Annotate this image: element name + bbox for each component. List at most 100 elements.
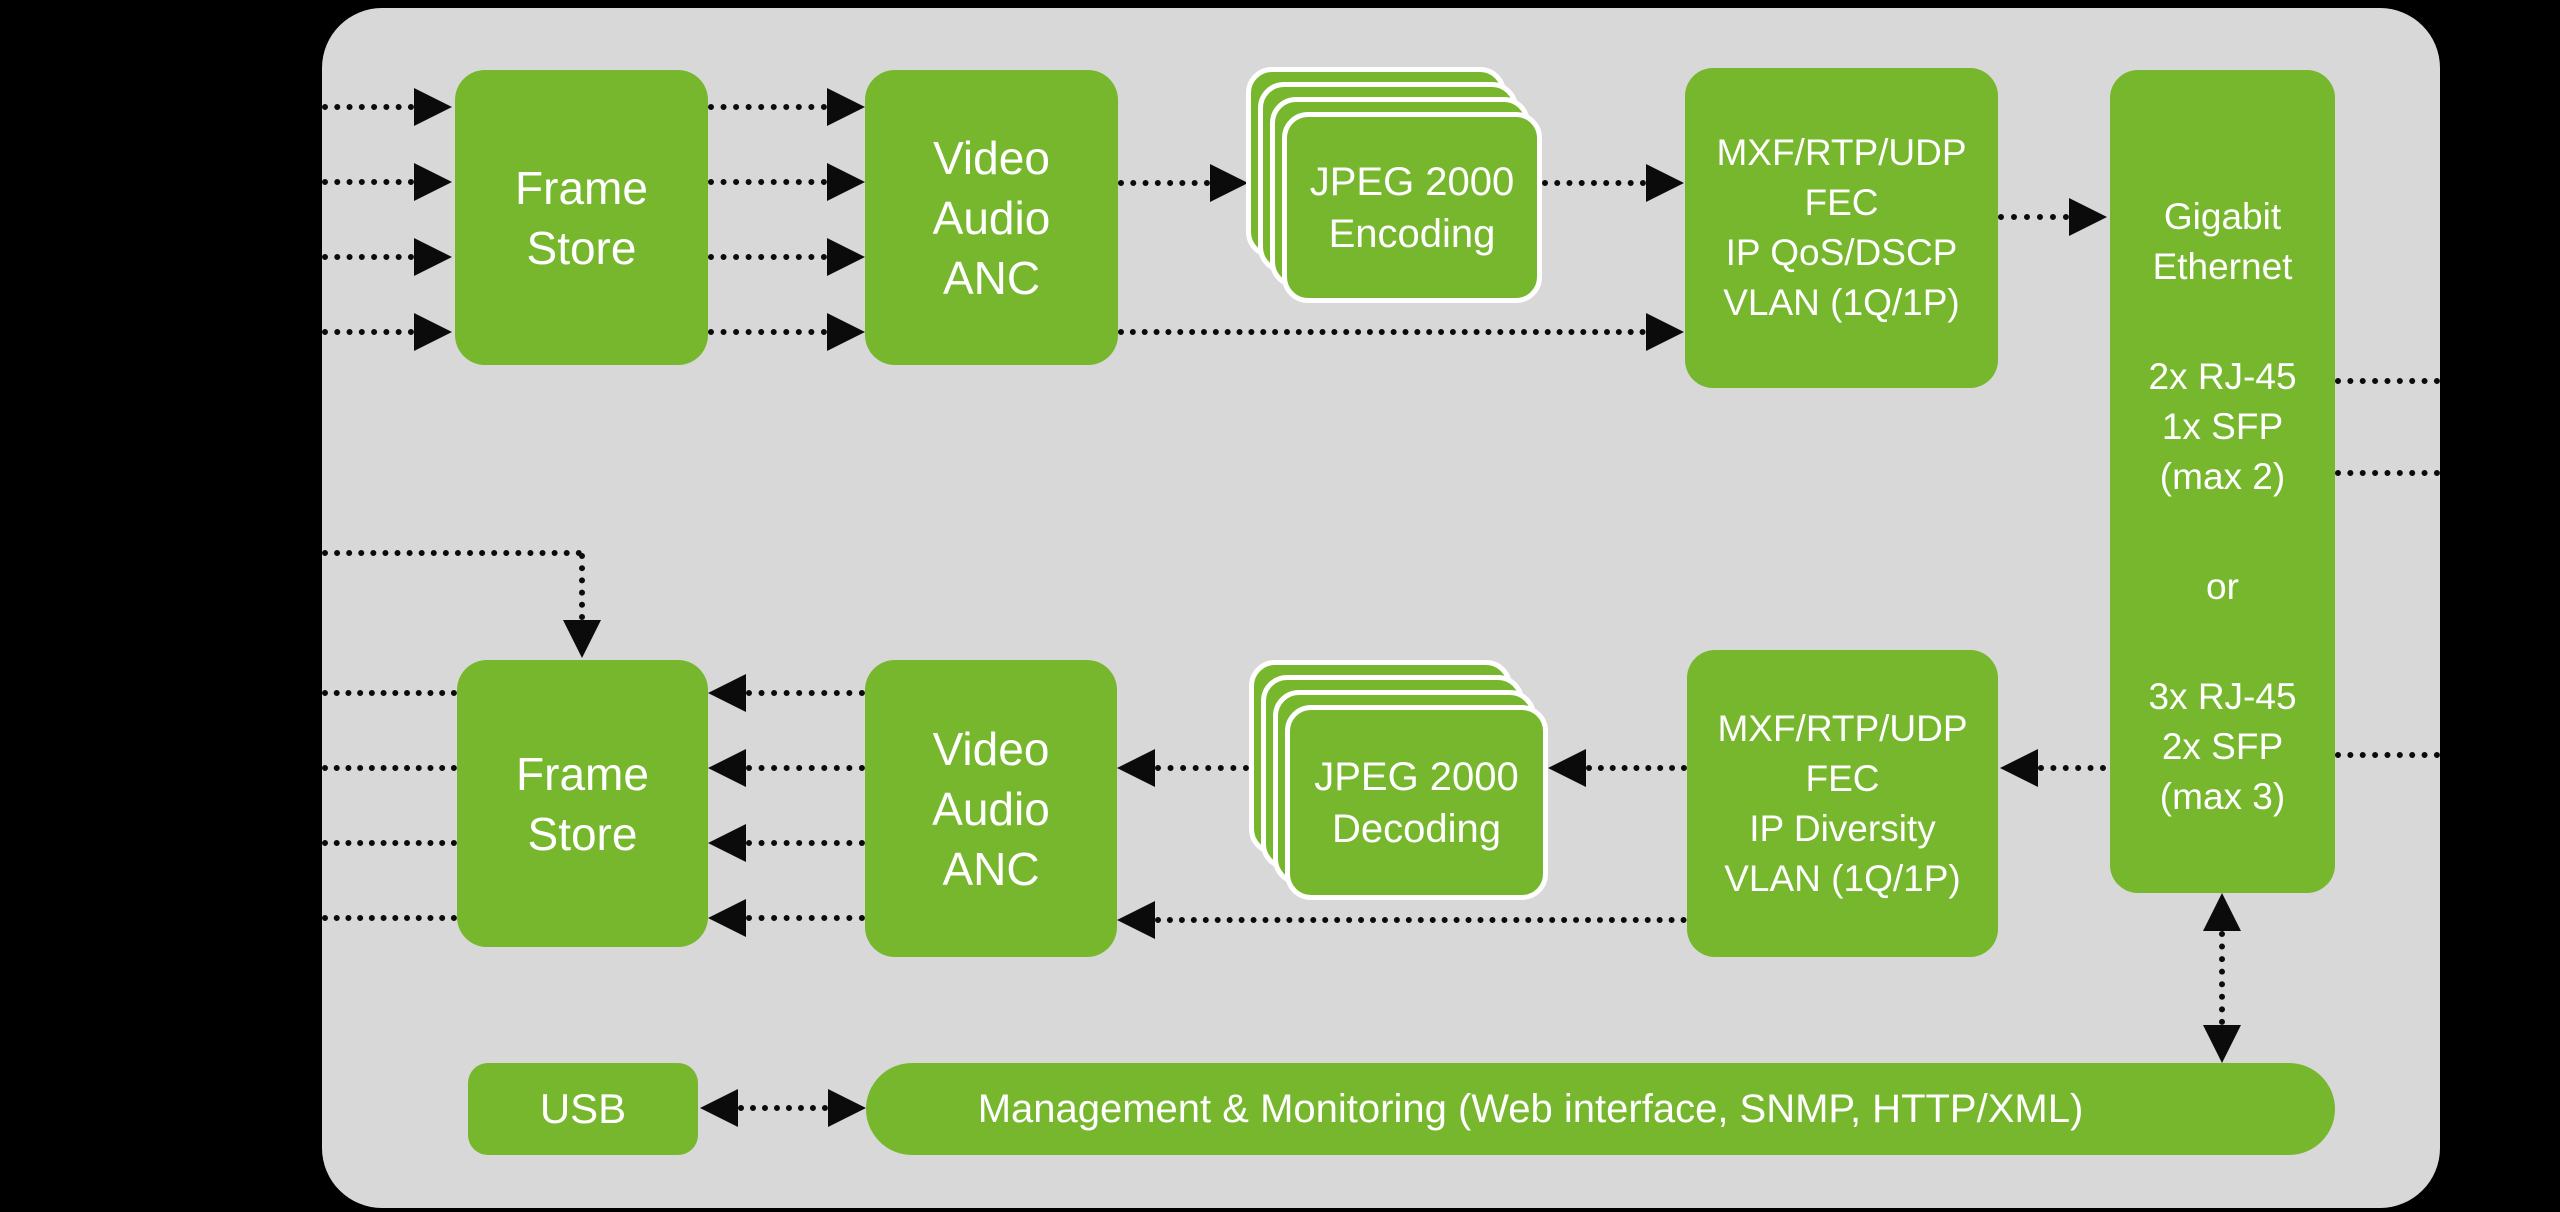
arrowhead-left-icon [700, 1089, 738, 1127]
node-label: (max 3) [2159, 776, 2286, 817]
arrowhead-right-icon [414, 88, 452, 126]
fs-to-va-line-4 [708, 329, 827, 335]
node-label: MXF/RTP/UDP [1717, 707, 1968, 749]
node-video-audio-anc-bottom: Video Audio ANC [865, 660, 1117, 957]
node-label: 2x SFP [2161, 726, 2284, 767]
node-label: Encoding [1328, 211, 1496, 256]
node-gigabit-ethernet: Gigabit Ethernet 2x RJ-45 1x SFP (max 2)… [2110, 70, 2335, 893]
node-label: Decoding [1331, 806, 1501, 851]
node-management-monitoring: Management & Monitoring (Web interface, … [866, 1063, 2335, 1155]
mxfdiv-to-decoder-line [1586, 765, 1687, 771]
output-line-4 [322, 915, 457, 921]
node-label: or [2206, 566, 2239, 607]
node-label: (max 2) [2159, 456, 2286, 497]
arrowhead-left-icon [708, 749, 746, 787]
node-label: FEC [1805, 757, 1880, 799]
arrowhead-right-icon [2069, 198, 2107, 236]
arrowhead-down-icon [2203, 1025, 2241, 1063]
mxfdiv-bypass-line [1155, 917, 1687, 923]
spacer [2110, 612, 2335, 672]
ethernet-port-line-1 [2335, 378, 2440, 384]
arrowhead-right-icon [1210, 164, 1248, 202]
node-label: Gigabit [2163, 196, 2282, 237]
gigabit-text: Gigabit Ethernet 2x RJ-45 1x SFP (max 2)… [2110, 70, 2335, 822]
va-bypass-line [1118, 329, 1646, 335]
ethernet-port-line-3 [2335, 752, 2440, 758]
node-usb: USB [468, 1063, 698, 1155]
arrowhead-right-icon [827, 163, 865, 201]
arrowhead-left-icon [1117, 901, 1155, 939]
node-label: Store [527, 807, 638, 860]
usb-mgmt-line [738, 1105, 828, 1111]
node-video-audio-anc-top: Video Audio ANC [865, 70, 1118, 365]
node-label: VLAN (1Q/1P) [1724, 857, 1961, 899]
reference-elbow-hline [322, 550, 582, 556]
output-line-2 [322, 765, 457, 771]
node-mxf-qos: MXF/RTP/UDP FEC IP QoS/DSCP VLAN (1Q/1P) [1685, 68, 1998, 388]
arrowhead-left-icon [708, 899, 746, 937]
node-label: ANC [942, 842, 1040, 895]
arrowhead-left-icon [708, 824, 746, 862]
node-label: Ethernet [2152, 246, 2293, 287]
node-label: IP QoS/DSCP [1725, 232, 1958, 273]
decoder-to-va-line [1155, 765, 1249, 771]
spacer [2110, 292, 2335, 352]
fs-to-va-line-2 [708, 179, 827, 185]
ethernet-port-line-2 [2335, 470, 2440, 476]
va-to-fs-line-1 [746, 690, 865, 696]
gigabit-to-mxfdiv-line [2038, 765, 2106, 771]
node-frame-store-top: Frame Store [455, 70, 708, 365]
output-line-3 [322, 840, 457, 846]
arrowhead-right-icon [827, 88, 865, 126]
input-line-4 [322, 329, 414, 335]
node-label: MXF/RTP/UDP [1716, 132, 1967, 173]
node-frame-store-bottom: Frame Store [457, 660, 708, 947]
arrowhead-left-icon [708, 674, 746, 712]
node-label: Frame [515, 161, 648, 214]
input-line-3 [322, 254, 414, 260]
encoder-to-mxf-line [1542, 180, 1646, 186]
arrowhead-right-icon [828, 1089, 866, 1127]
gigabit-mgmt-line [2219, 931, 2225, 1025]
arrowhead-right-icon [1646, 164, 1684, 202]
input-line-1 [322, 104, 414, 110]
node-label: JPEG 2000 [1309, 159, 1515, 204]
output-line-1 [322, 690, 457, 696]
fs-to-va-line-1 [708, 104, 827, 110]
arrowhead-right-icon [827, 238, 865, 276]
arrowhead-right-icon [827, 313, 865, 351]
arrowhead-down-icon [563, 620, 601, 658]
arrowhead-up-icon [2203, 893, 2241, 931]
arrowhead-right-icon [1646, 313, 1684, 351]
node-label: 1x SFP [2161, 406, 2284, 447]
node-jpeg-2000-encoding: JPEG 2000 Encoding [1282, 112, 1542, 303]
arrowhead-right-icon [414, 238, 452, 276]
node-label: Audio [932, 782, 1050, 835]
node-label: ANC [942, 251, 1041, 304]
arrowhead-left-icon [1117, 749, 1155, 787]
arrowhead-left-icon [2000, 749, 2038, 787]
node-label: VLAN (1Q/1P) [1723, 282, 1960, 323]
fs-to-va-line-3 [708, 254, 827, 260]
node-label: Video [933, 131, 1050, 184]
node-label: IP Diversity [1749, 807, 1936, 849]
node-label: Store [526, 221, 637, 274]
node-label: FEC [1804, 182, 1879, 223]
node-label: Audio [932, 191, 1051, 244]
arrowhead-left-icon [1548, 749, 1586, 787]
reference-elbow-vline [579, 553, 585, 620]
node-label: Frame [516, 747, 649, 800]
node-jpeg-2000-decoding: JPEG 2000 Decoding [1285, 705, 1548, 900]
input-line-2 [322, 179, 414, 185]
node-label: 3x RJ-45 [2148, 676, 2297, 717]
spacer [2110, 502, 2335, 562]
node-label: USB [539, 1085, 627, 1132]
va-to-fs-line-3 [746, 840, 865, 846]
va-to-fs-line-2 [746, 765, 865, 771]
node-mxf-diversity: MXF/RTP/UDP FEC IP Diversity VLAN (1Q/1P… [1687, 650, 1998, 957]
node-label: Video [932, 722, 1050, 775]
va-to-fs-line-4 [746, 915, 865, 921]
arrowhead-right-icon [414, 163, 452, 201]
mxf-to-gigabit-line [1998, 214, 2069, 220]
